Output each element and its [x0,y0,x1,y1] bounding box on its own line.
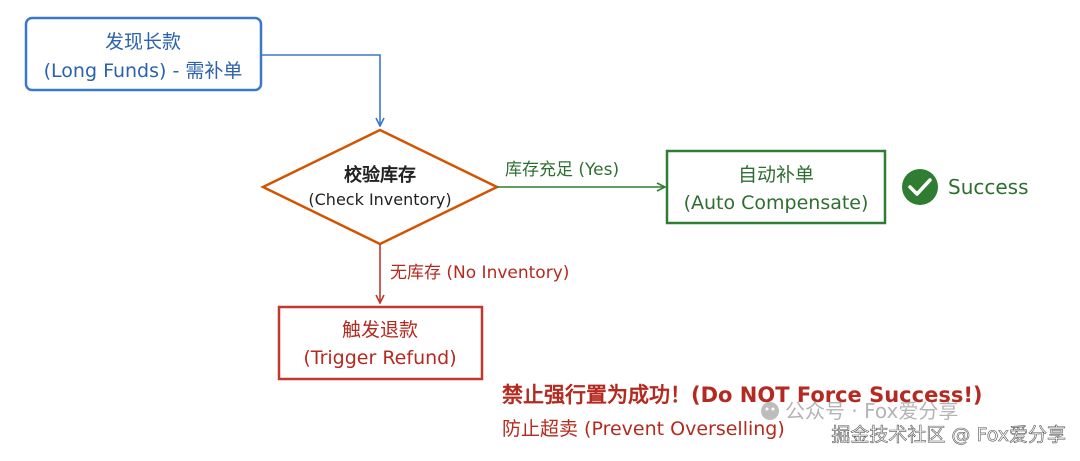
start-node-box [24,16,263,92]
watermark-line1: 公众号 · Fox爱分享 [785,399,958,423]
start-node-subtitle: (Long Funds) - 需补单 [44,60,243,82]
auto-compensate-title: 自动补单 [738,164,814,186]
auto-compensate-subtitle: (Auto Compensate) [684,192,869,214]
check-circle-icon [902,169,938,205]
edge-start-to-decision [261,54,380,126]
decision-diamond [260,128,500,246]
refund-node: 触发退款 (Trigger Refund) [277,305,484,381]
refund-title: 触发退款 [342,319,418,341]
decision-node: 校验库存 (Check Inventory) [260,128,500,246]
auto-compensate-box [665,149,887,225]
start-node: 发现长款 (Long Funds) - 需补单 [24,16,263,92]
refund-box [277,305,484,381]
edge-yes-label: 库存充足 (Yes) [505,160,619,180]
warning-subtitle: 防止超卖 (Prevent Overselling) [502,418,785,440]
auto-compensate-node: 自动补单 (Auto Compensate) [665,149,887,225]
refund-subtitle: (Trigger Refund) [303,347,456,369]
start-node-title: 发现长款 [105,31,181,53]
watermark: 公众号 · Fox爱分享 [761,399,958,423]
warning-title: 禁止强行置为成功！(Do NOT Force Success!) [502,383,983,407]
edge-no-label: 无库存 (No Inventory) [390,263,569,283]
success-label: Success [948,175,1029,199]
decision-subtitle: (Check Inventory) [308,190,451,209]
decision-title: 校验库存 [344,164,416,186]
watermark-line2: 掘金技术社区 @ Fox爱分享 [831,424,1066,446]
success-indicator: Success [902,169,1029,205]
wechat-icon [761,402,779,420]
